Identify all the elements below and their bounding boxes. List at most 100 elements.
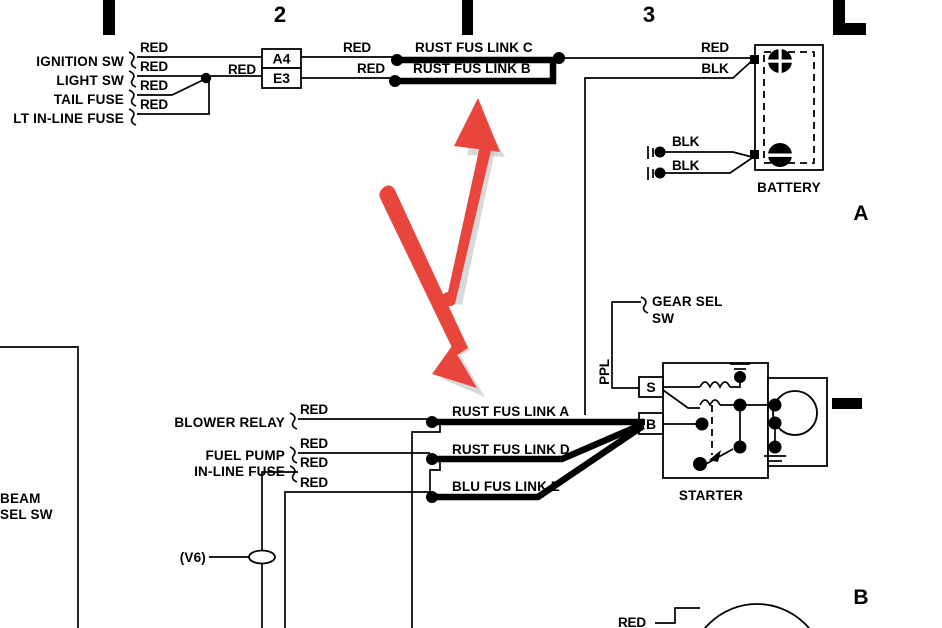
fus-link-a-label: RUST FUS LINK A	[452, 404, 569, 419]
bottom-right-component-circle	[704, 603, 810, 628]
battery-label: BATTERY	[757, 180, 821, 195]
battery-negative-terminal	[767, 143, 793, 167]
gear-sel-label-line2: SW	[652, 311, 674, 326]
wire-label-fuelpump-red-1: RED	[300, 436, 328, 451]
grid-markers-top: 2 3	[103, 0, 866, 35]
row-label-b: B	[853, 586, 868, 609]
connector-label-e3: E3	[273, 70, 290, 86]
hook-ignition-sw	[128, 51, 137, 69]
wire-label-ignition-red: RED	[140, 40, 168, 55]
battery-group[interactable]: RED BLK BATTERY	[559, 40, 824, 415]
wire-label-ground-blk-2: BLK	[672, 158, 700, 173]
hook-fuel-pump-2	[289, 465, 298, 483]
wire-label-junction-red: RED	[228, 62, 256, 77]
fus-link-b-conductor	[395, 62, 557, 85]
lower-left-block-group: BEAM SEL SW	[0, 346, 79, 628]
node-coil1-ground	[734, 371, 746, 383]
solenoid-coil-lower	[699, 399, 721, 407]
fus-link-top-group: RED RED RUST FUS LINK C RUST FUS LINK B	[301, 40, 565, 87]
source-label-ignition-sw: IGNITION SW	[36, 54, 124, 69]
battery-positive-terminal	[767, 48, 793, 74]
wire-fuelpump-down-left	[261, 471, 298, 628]
node-ground-2	[654, 167, 666, 179]
splice-v6-group: (V6)	[180, 549, 276, 565]
column-tick-2	[462, 0, 473, 35]
wire-tiedown-d	[429, 459, 441, 492]
source-label-tail-fuse: TAIL FUSE	[54, 92, 124, 107]
source-label-fuel-pump-line1: FUEL PUMP	[205, 448, 285, 463]
node-b-contact	[695, 417, 709, 431]
wire-label-bottom-red: RED	[618, 615, 646, 628]
red-arrow-down	[379, 185, 477, 388]
ground-symbol-1	[647, 146, 654, 159]
starter-group[interactable]: S B	[638, 362, 828, 503]
column-label-3: 3	[643, 2, 655, 27]
gear-sel-label-line1: GEAR SEL	[652, 294, 723, 309]
wire-battery-blk-run	[584, 57, 756, 415]
wire-label-tail-red: RED	[140, 78, 168, 93]
node-brush-ground	[768, 440, 782, 454]
fus-link-b-label: RUST FUS LINK B	[413, 61, 531, 76]
hook-light-sw	[128, 70, 137, 88]
fus-link-lower-group: RUST FUS LINK A RUST FUS LINK D BLU FUS …	[411, 404, 645, 628]
battery-neg-post	[750, 150, 759, 159]
hook-gear-sel-sw	[640, 296, 649, 314]
wire-lower-red-down	[284, 491, 430, 628]
node-plunger-pivot	[693, 457, 707, 471]
node-plunger-contact	[733, 440, 747, 454]
annotation-arrows	[379, 98, 505, 397]
hook-tail-fuse	[128, 89, 137, 107]
corner-mark-top-right	[833, 0, 866, 35]
battery-pos-post	[750, 55, 759, 64]
wire-label-ground-blk-1: BLK	[672, 134, 700, 149]
node-link-d-left	[426, 453, 438, 465]
column-tick-1	[103, 0, 115, 35]
splice-label-v6: (V6)	[180, 550, 206, 565]
left-source-group: IGNITION SW LIGHT SW TAIL FUSE LT IN-LIN…	[13, 40, 262, 126]
wire-tail-to-node	[137, 79, 204, 96]
row-tick-middle	[832, 398, 862, 409]
ground-symbol-starter-top	[730, 363, 750, 370]
fus-link-e-label: BLU FUS LINK E	[452, 479, 560, 494]
wire-ground-blk-2	[660, 157, 753, 174]
starter-terminal-s-label: S	[646, 379, 655, 395]
wire-label-light-red: RED	[140, 59, 168, 74]
node-link-c-left	[391, 54, 403, 66]
source-label-blower-relay: BLOWER RELAY	[174, 415, 285, 430]
connector-a4-e3[interactable]: A4 E3	[261, 48, 302, 89]
connector-label-a4: A4	[273, 51, 291, 67]
grid-markers-right: A B	[832, 202, 869, 609]
hook-lt-inline-fuse	[128, 108, 137, 126]
fus-link-c-label: RUST FUS LINK C	[415, 40, 533, 55]
source-label-light-sw: LIGHT SW	[56, 73, 124, 88]
fus-link-d-label: RUST FUS LINK D	[452, 442, 570, 457]
wire-ltinline-to-node	[137, 80, 210, 115]
lower-left-label-line1: BEAM	[0, 491, 41, 506]
wire-bottom-right-lead	[655, 607, 700, 624]
bottom-right-group: RED	[618, 603, 810, 628]
wire-label-ppl: PPL	[597, 359, 612, 385]
node-link-a-left	[426, 416, 438, 428]
wire-label-fuelpump-red-2: RED	[300, 455, 328, 470]
wire-tiedown-a	[411, 422, 441, 628]
hook-blower-relay	[289, 412, 298, 430]
fus-link-d-conductor	[433, 421, 645, 463]
starter-contact-arm	[662, 389, 700, 409]
plunger-arrow-head	[709, 450, 721, 462]
wire-label-ltinline-red: RED	[140, 97, 168, 112]
wire-label-blower-red: RED	[300, 402, 328, 417]
red-arrow-up	[441, 98, 500, 307]
wire-label-battery-red: RED	[701, 40, 729, 55]
ground-symbol-starter-motor	[764, 455, 786, 462]
node-link-b-left	[389, 75, 401, 87]
starter-terminal-b-label: B	[646, 416, 656, 432]
starter-label: STARTER	[679, 488, 743, 503]
lower-source-group: BLOWER RELAY FUEL PUMP IN-LINE FUSE RED …	[174, 402, 430, 628]
node-brush-top	[768, 398, 782, 412]
splice-oval-symbol	[248, 549, 276, 565]
wire-gear-sel-ppl	[611, 301, 641, 389]
node-link-e-left	[426, 491, 438, 503]
column-label-2: 2	[274, 2, 286, 27]
